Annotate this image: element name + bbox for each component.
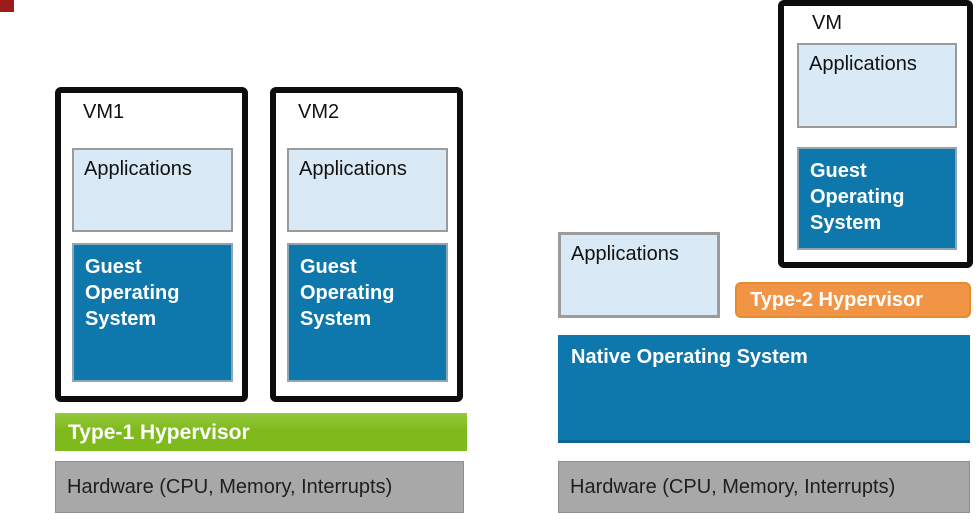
native-os-label: Native Operating System	[571, 346, 808, 368]
type2-hardware-label: Hardware (CPU, Memory, Interrupts)	[570, 476, 896, 498]
type1-hardware-label: Hardware (CPU, Memory, Interrupts)	[67, 476, 393, 498]
vm-applications-label: Applications	[809, 53, 917, 75]
vm1-guest-os-label: Guest Operating System	[85, 256, 180, 330]
vm-label: VM	[812, 12, 842, 34]
host-applications-box: Applications	[558, 232, 720, 318]
red-marker	[0, 0, 14, 12]
type1-vm1-box: VM1 Applications Guest Operating System	[55, 87, 248, 402]
vm2-applications-label: Applications	[299, 158, 407, 180]
vm2-guest-os-box: Guest Operating System	[287, 243, 448, 382]
type2-vm-box: VM Applications Guest Operating System	[778, 0, 973, 268]
type2-hypervisor-bar: Type-2 Hypervisor	[735, 282, 971, 318]
vm-guest-os-label: Guest Operating System	[810, 160, 905, 234]
vm2-applications-box: Applications	[287, 148, 448, 232]
type1-hypervisor-label: Type-1 Hypervisor	[68, 420, 250, 444]
vm-applications-box: Applications	[797, 43, 957, 128]
type1-hypervisor-bar: Type-1 Hypervisor	[55, 413, 467, 451]
vm2-guest-os-label: Guest Operating System	[300, 256, 395, 330]
vm-guest-os-box: Guest Operating System	[797, 147, 957, 250]
type1-vm2-box: VM2 Applications Guest Operating System	[270, 87, 463, 402]
type2-hypervisor-label: Type-2 Hypervisor	[750, 289, 924, 311]
vm1-label: VM1	[83, 101, 125, 123]
native-os-box: Native Operating System	[558, 335, 970, 443]
type1-hardware-bar: Hardware (CPU, Memory, Interrupts)	[55, 461, 464, 513]
vm1-applications-box: Applications	[72, 148, 233, 232]
type2-hardware-bar: Hardware (CPU, Memory, Interrupts)	[558, 461, 970, 513]
host-applications-label: Applications	[571, 243, 679, 265]
vm2-label: VM2	[298, 101, 340, 123]
vm1-guest-os-box: Guest Operating System	[72, 243, 233, 382]
vm1-applications-label: Applications	[84, 158, 192, 180]
